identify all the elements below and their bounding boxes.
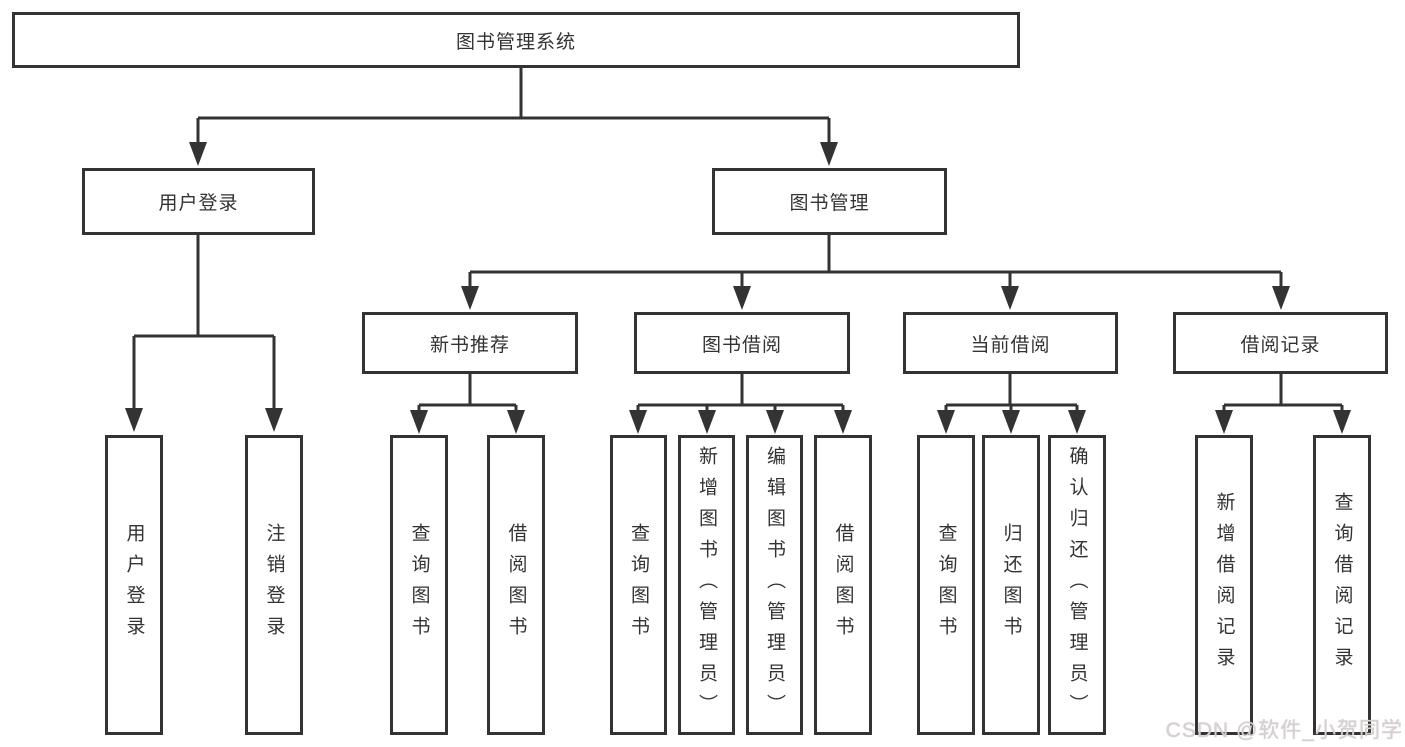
leaf-query-books-2: 查询图书 (610, 435, 667, 735)
node-label: 新书推荐 (429, 334, 510, 356)
node-current-borrow: 当前借阅 (903, 312, 1118, 374)
node-label: 当前借阅 (970, 334, 1051, 356)
node-label: 图书管理 (789, 193, 870, 214)
leaf-label: 借阅图书 (832, 523, 854, 647)
leaf-borrow-books-1: 借阅图书 (487, 435, 545, 735)
leaf-label: 确认归还（管理员） (1066, 445, 1088, 725)
leaf-label: 借阅图书 (505, 523, 527, 647)
node-book-management: 图书管理 (712, 168, 947, 235)
leaf-label: 用户登录 (123, 523, 145, 647)
leaf-query-books-1: 查询图书 (390, 435, 448, 735)
node-new-book-recommend: 新书推荐 (362, 312, 578, 374)
node-label: 用户登录 (158, 193, 239, 214)
leaf-confirm-return-admin: 确认归还（管理员） (1048, 435, 1106, 735)
leaf-query-books-3: 查询图书 (917, 435, 975, 735)
leaf-return-books: 归还图书 (982, 435, 1040, 735)
leaf-label: 注销登录 (263, 523, 285, 647)
node-borrow-record: 借阅记录 (1173, 312, 1388, 374)
node-library-management-system: 图书管理系统 (12, 12, 1020, 68)
leaf-label: 查询借阅记录 (1331, 492, 1353, 678)
node-label: 图书借阅 (701, 334, 782, 356)
leaf-add-books-admin: 新增图书（管理员） (678, 435, 735, 735)
leaf-query-borrow-record: 查询借阅记录 (1313, 435, 1371, 735)
leaf-label: 查询图书 (935, 523, 957, 647)
leaf-label: 归还图书 (1000, 523, 1022, 647)
leaf-logout: 注销登录 (245, 435, 303, 735)
node-book-borrow: 图书借阅 (634, 312, 850, 374)
leaf-edit-books-admin: 编辑图书（管理员） (746, 435, 803, 735)
leaf-borrow-books-2: 借阅图书 (814, 435, 872, 735)
leaf-add-borrow-record: 新增借阅记录 (1195, 435, 1253, 735)
leaf-label: 查询图书 (408, 523, 430, 647)
leaf-label: 新增借阅记录 (1213, 492, 1235, 678)
leaf-label: 新增图书（管理员） (696, 445, 717, 725)
leaf-label: 查询图书 (628, 523, 649, 647)
node-label: 借阅记录 (1240, 334, 1321, 356)
node-label: 图书管理系统 (455, 31, 576, 53)
leaf-label: 编辑图书（管理员） (764, 445, 785, 725)
node-user-login: 用户登录 (82, 168, 315, 235)
leaf-user-login: 用户登录 (105, 435, 163, 735)
